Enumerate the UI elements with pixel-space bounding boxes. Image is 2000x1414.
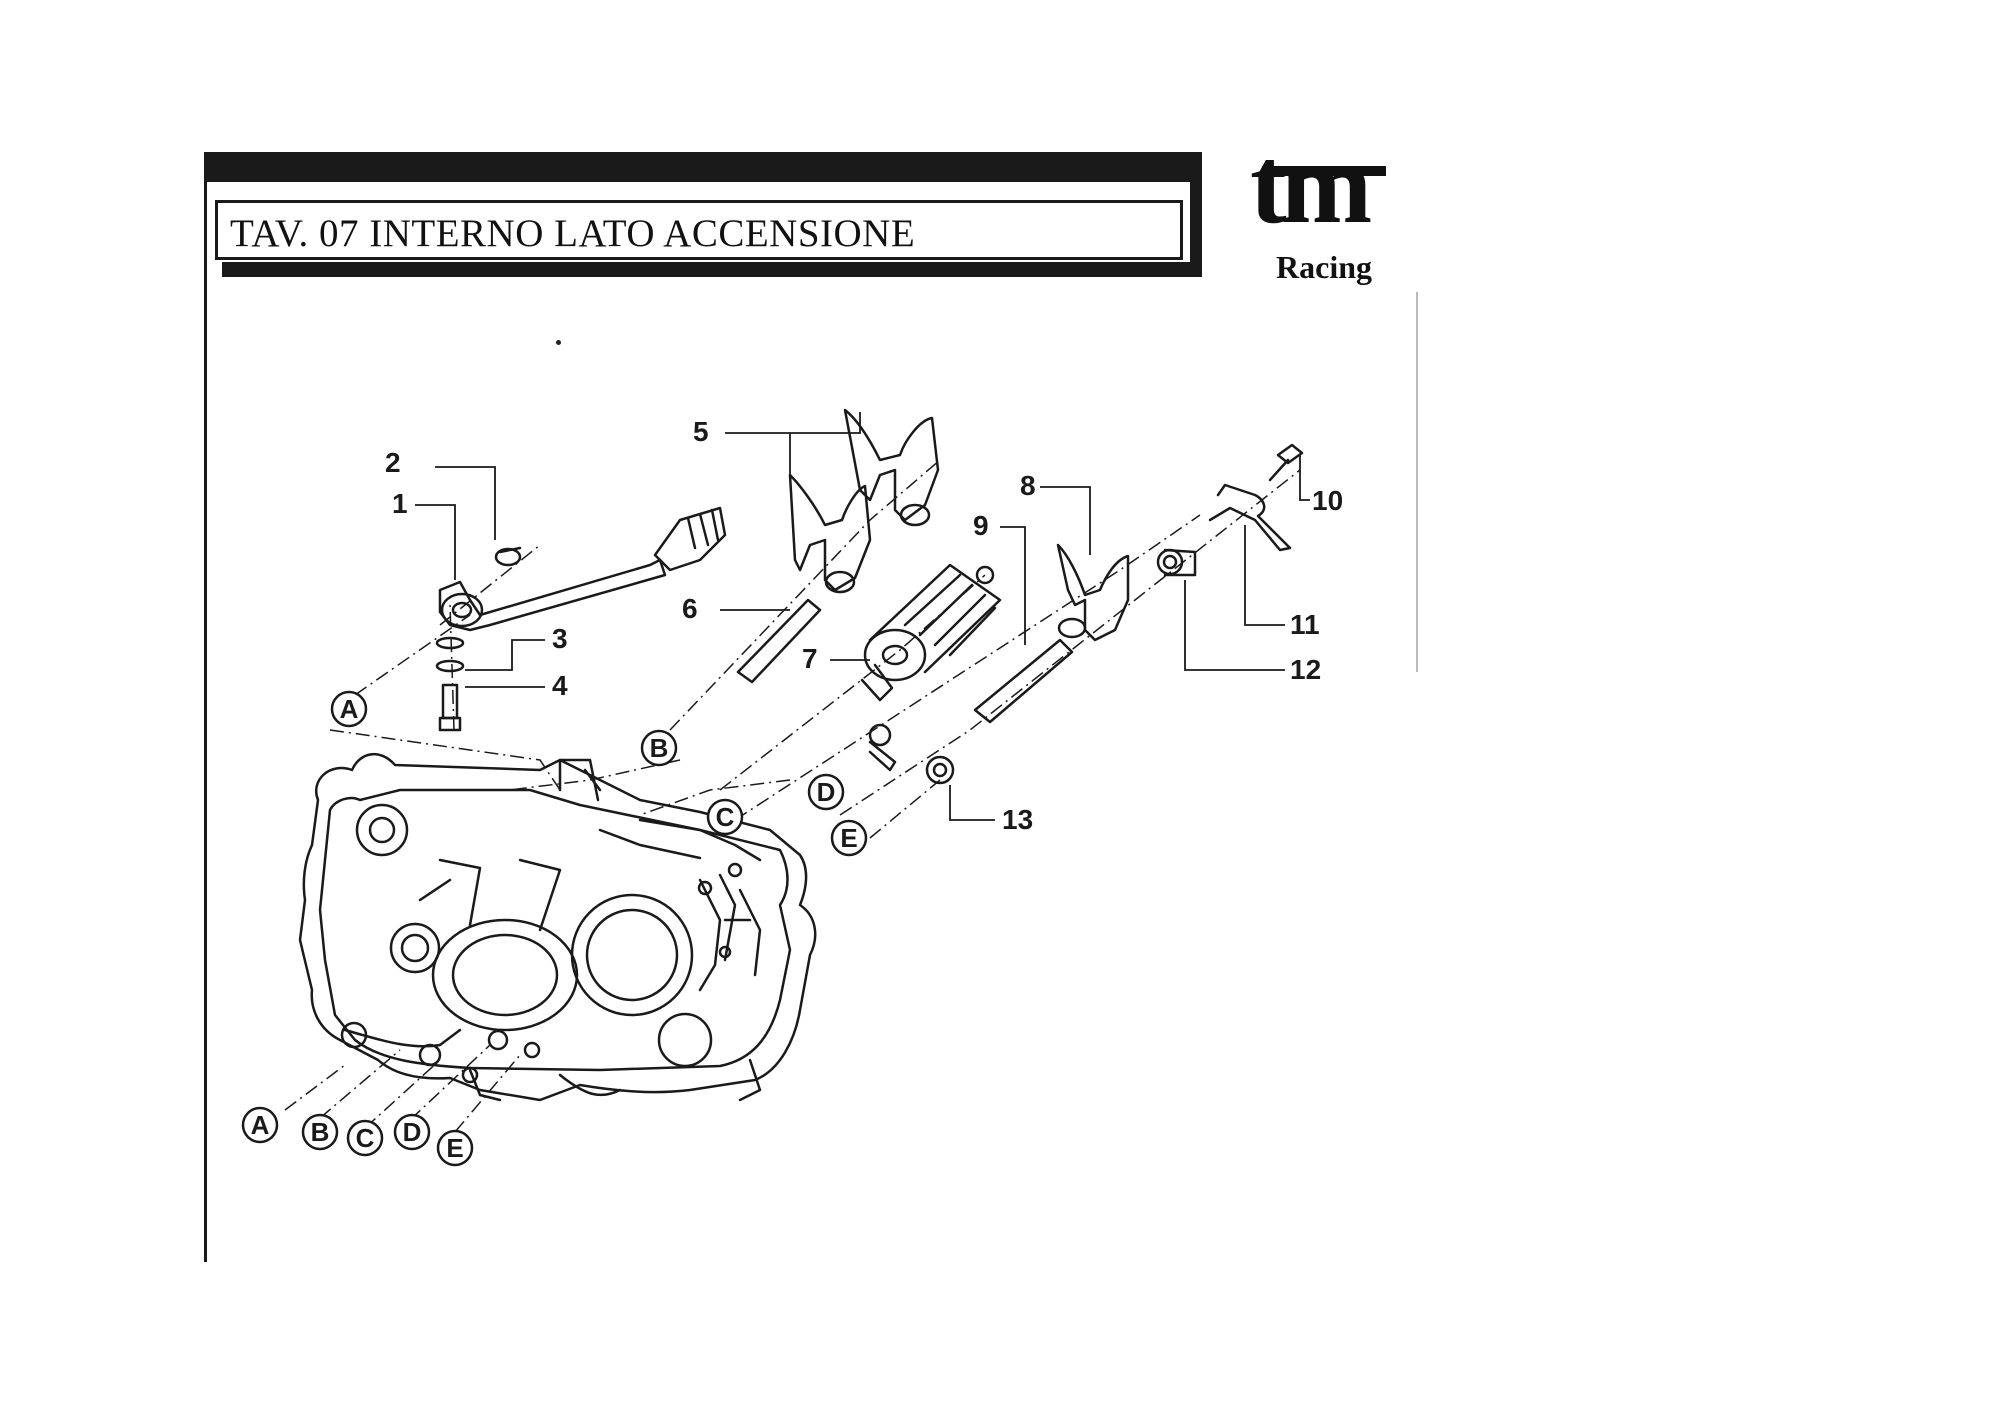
header-top-bar — [204, 152, 1202, 182]
svg-text:D: D — [403, 1117, 422, 1147]
ref-circle-e-bottom: E — [436, 1129, 474, 1167]
page-title: TAV. 07 INTERNO LATO ACCENSIONE — [230, 212, 916, 255]
part-label-9: 9 — [973, 510, 989, 541]
part-3-washers — [435, 636, 465, 673]
title-box: TAV. 07 INTERNO LATO ACCENSIONE — [215, 200, 1183, 260]
part-10-bolt — [1268, 443, 1304, 482]
part-1-shift-lever — [438, 506, 727, 632]
part-9-shaft — [973, 638, 1074, 724]
svg-text:C: C — [716, 802, 735, 832]
ref-circle-e-top: E — [830, 819, 868, 857]
part-8-fork — [1056, 543, 1130, 642]
part-label-7: 7 — [802, 643, 818, 674]
part-label-5: 5 — [693, 416, 709, 447]
logo-bar — [1262, 166, 1386, 176]
leader-lines — [415, 412, 1310, 821]
ref-circle-b-bottom: B — [301, 1113, 339, 1151]
svg-text:C: C — [356, 1123, 375, 1153]
svg-text:B: B — [311, 1117, 330, 1147]
ref-circle-a-bottom: A — [241, 1106, 279, 1144]
ref-circle-c-bottom: C — [346, 1119, 384, 1157]
part-label-11: 11 — [1290, 609, 1320, 640]
header-right-bar — [1190, 182, 1202, 277]
header-shadow-bar — [222, 262, 1202, 277]
crankcase-drawing — [298, 753, 817, 1102]
part-label-10: 10 — [1312, 485, 1343, 516]
stray-dot — [556, 340, 561, 345]
reference-letters-bottom: A B C D E — [241, 1106, 474, 1167]
ref-circle-d-top: D — [807, 773, 845, 811]
svg-text:A: A — [251, 1110, 270, 1140]
part-label-1: 1 — [392, 488, 408, 519]
part-number-labels: 2 1 3 4 5 6 7 8 9 10 11 12 13 — [385, 416, 1343, 835]
part-4-bolt — [438, 683, 462, 732]
part-label-2: 2 — [385, 447, 401, 478]
svg-text:D: D — [817, 777, 836, 807]
part-11-spring — [1208, 483, 1292, 552]
svg-text:E: E — [840, 823, 857, 853]
ref-circle-d-bottom: D — [393, 1113, 431, 1151]
part-5-forks — [788, 408, 940, 594]
svg-text:A: A — [340, 694, 359, 724]
part-label-4: 4 — [552, 670, 568, 701]
part-label-8: 8 — [1020, 470, 1036, 501]
left-border-rule — [204, 182, 207, 1262]
ref-circle-b-top: B — [640, 729, 678, 767]
part-label-3: 3 — [552, 623, 568, 654]
part-2-clip — [494, 546, 522, 567]
tm-racing-logo: tm Racing — [1240, 130, 1410, 287]
svg-text:B: B — [650, 733, 669, 763]
ref-circle-a-top: A — [330, 690, 368, 728]
part-label-12: 12 — [1290, 654, 1321, 685]
part-label-6: 6 — [682, 593, 698, 624]
svg-text:E: E — [446, 1133, 463, 1163]
part-6-shaft — [736, 598, 822, 684]
part-12-roller — [1156, 548, 1197, 577]
logo-brand: tm — [1250, 124, 1372, 246]
part-13-pawl — [868, 723, 955, 785]
part-7-shift-drum — [860, 563, 1002, 702]
right-border-rule — [1416, 292, 1418, 672]
assembly-axes — [284, 459, 1301, 1133]
reference-letters-top: A B C D E — [330, 690, 868, 857]
logo-sub: Racing — [1276, 249, 1372, 285]
ref-circle-c-top: C — [706, 798, 744, 836]
part-label-13: 13 — [1002, 804, 1033, 835]
